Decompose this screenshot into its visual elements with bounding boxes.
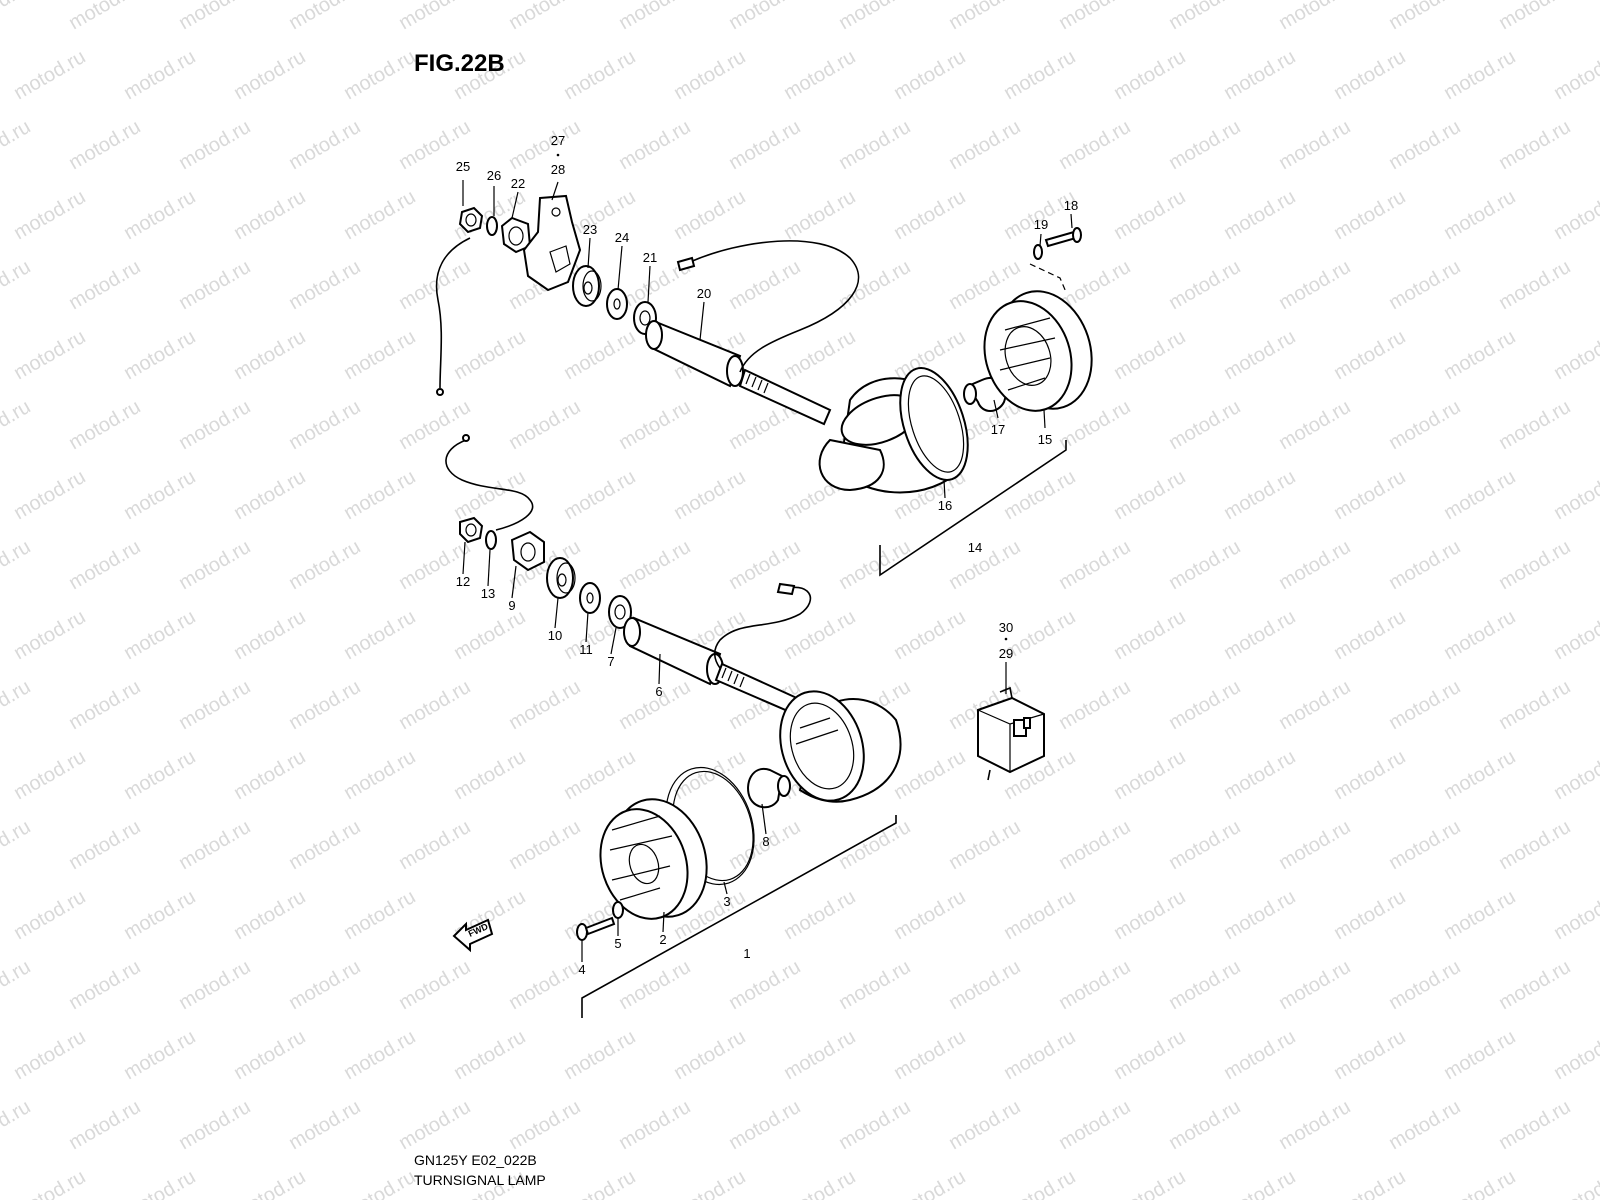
stem-cover-part-20 bbox=[645, 320, 744, 388]
flasher-relay-part-29 bbox=[977, 686, 1045, 781]
callout-6: 6 bbox=[655, 684, 662, 699]
leader-22 bbox=[511, 191, 519, 219]
callout-22: 22 bbox=[511, 176, 525, 191]
callout-19: 19 bbox=[1034, 217, 1048, 232]
lower-lead-wire bbox=[713, 586, 812, 669]
screw-part-4 bbox=[576, 916, 616, 941]
upper-threaded-stem bbox=[738, 368, 832, 426]
bracket-part-28 bbox=[522, 194, 582, 292]
upper-lead-wire bbox=[689, 240, 860, 373]
callout-4: 4 bbox=[578, 962, 585, 977]
lower-harness-wire bbox=[445, 439, 534, 531]
lock-nut-part-7 bbox=[608, 595, 632, 629]
callout-27: 27 bbox=[551, 133, 565, 148]
washer-part-5 bbox=[612, 901, 624, 919]
diagram-code: GN125Y E02_022B bbox=[414, 1152, 537, 1168]
lower-lamp-housing bbox=[779, 690, 902, 803]
lower-lead-terminal bbox=[776, 582, 796, 596]
callout-14: 14 bbox=[968, 540, 982, 555]
leader-10 bbox=[554, 597, 559, 629]
callout-12: 12 bbox=[456, 574, 470, 589]
callout-25: 25 bbox=[456, 159, 470, 174]
callout-2: 2 bbox=[659, 932, 666, 947]
callout-24: 24 bbox=[615, 230, 629, 245]
bulb-part-8 bbox=[747, 767, 791, 809]
nut-part-12 bbox=[459, 516, 484, 544]
leader-8 bbox=[761, 803, 767, 835]
callout-18: 18 bbox=[1064, 198, 1078, 213]
callout-28: 28 bbox=[551, 162, 565, 177]
callout-13: 13 bbox=[481, 586, 495, 601]
leader-12 bbox=[462, 541, 466, 575]
leader-19 bbox=[1039, 233, 1042, 247]
callout-23: 23 bbox=[583, 222, 597, 237]
upper-lead-terminal bbox=[676, 256, 696, 272]
upper-screw-centerline bbox=[1029, 263, 1067, 293]
leader-18 bbox=[1070, 213, 1073, 229]
callout-30: 30 bbox=[999, 620, 1013, 635]
diagram-name: TURNSIGNAL LAMP bbox=[414, 1172, 546, 1188]
callout-27-28-separator bbox=[556, 153, 560, 157]
nut-part-25 bbox=[458, 206, 484, 234]
callout-1: 1 bbox=[743, 946, 750, 961]
lower-assembly-bracket bbox=[581, 815, 897, 1018]
callout-21: 21 bbox=[643, 250, 657, 265]
upper-stem-threads bbox=[745, 373, 769, 394]
leader-28 bbox=[551, 181, 559, 201]
callout-9: 9 bbox=[508, 598, 515, 613]
leader-20 bbox=[699, 301, 705, 341]
screw-part-18 bbox=[1044, 227, 1082, 248]
callout-16: 16 bbox=[938, 498, 952, 513]
washer-part-26 bbox=[486, 216, 498, 236]
leader-17 bbox=[993, 399, 999, 419]
lower-wire-terminal bbox=[462, 434, 470, 442]
leader-11 bbox=[585, 611, 589, 643]
callout-3: 3 bbox=[723, 894, 730, 909]
callout-15: 15 bbox=[1038, 432, 1052, 447]
callout-29-30-separator bbox=[1004, 637, 1008, 641]
callout-7: 7 bbox=[607, 654, 614, 669]
lamp-housing-part-16 bbox=[818, 367, 969, 494]
washer-11-hole bbox=[586, 592, 594, 604]
leader-9 bbox=[511, 565, 517, 599]
lower-stem-threads bbox=[721, 667, 745, 688]
leader-15 bbox=[1043, 409, 1046, 429]
washer-part-24 bbox=[606, 288, 628, 320]
callout-8: 8 bbox=[762, 834, 769, 849]
upper-wire-terminal bbox=[436, 388, 444, 396]
washer-part-19 bbox=[1033, 244, 1043, 260]
leader-3 bbox=[723, 881, 728, 895]
leader-13 bbox=[487, 549, 491, 587]
leader-2 bbox=[662, 911, 665, 933]
leader-23 bbox=[587, 237, 591, 269]
leader-16 bbox=[943, 479, 946, 499]
stem-cover-part-6 bbox=[623, 616, 724, 686]
figure-title: FIG.22B bbox=[414, 50, 505, 77]
callout-20: 20 bbox=[697, 286, 711, 301]
socket-part-9 bbox=[510, 530, 545, 572]
leader-21 bbox=[647, 265, 651, 303]
washer-24-hole bbox=[613, 298, 621, 310]
grommet-part-23 bbox=[572, 265, 602, 307]
callout-26: 26 bbox=[487, 168, 501, 183]
leader-lines bbox=[462, 180, 1073, 962]
fwd-direction-arrow bbox=[452, 918, 494, 953]
lens-part-15 bbox=[983, 290, 1093, 412]
leader-6 bbox=[658, 653, 661, 685]
callout-17: 17 bbox=[991, 422, 1005, 437]
upper-assembly-bracket bbox=[879, 440, 1067, 577]
leader-24 bbox=[617, 245, 623, 291]
callout-5: 5 bbox=[614, 936, 621, 951]
callout-11: 11 bbox=[579, 642, 593, 657]
leader-7 bbox=[610, 627, 617, 655]
lens-part-2 bbox=[599, 798, 708, 920]
washer-part-11 bbox=[579, 582, 601, 614]
washer-part-13 bbox=[485, 530, 497, 550]
upper-harness-wire bbox=[435, 237, 471, 389]
grommet-part-10 bbox=[546, 557, 576, 599]
callout-29: 29 bbox=[999, 646, 1013, 661]
callout-10: 10 bbox=[548, 628, 562, 643]
